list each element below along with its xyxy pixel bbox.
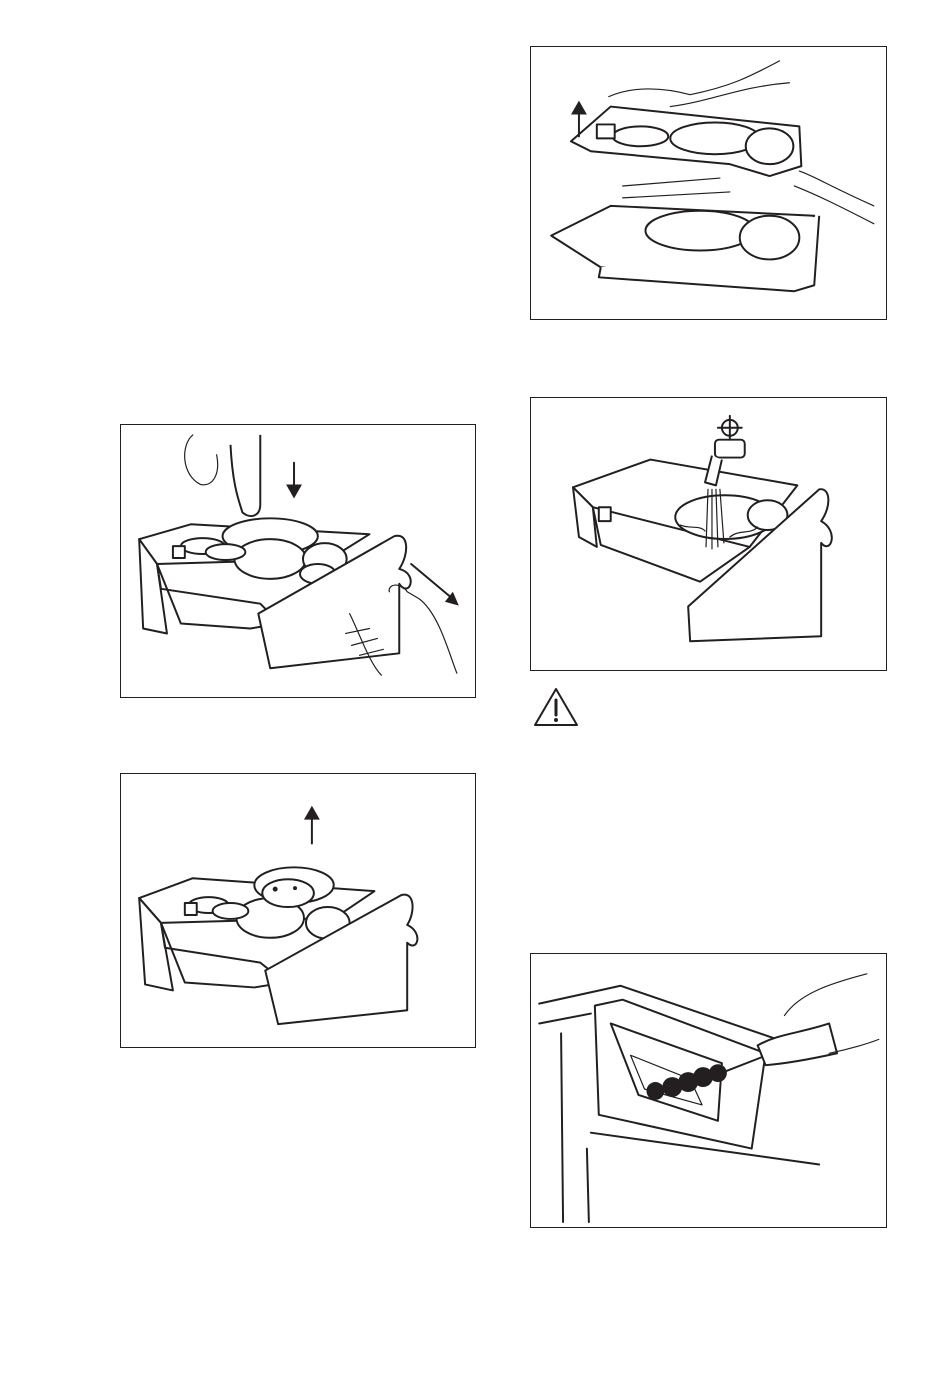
drawer-under-tap-illustration [531,398,886,670]
figure-rinse-tap [530,397,887,671]
warning-triangle-icon [532,686,580,728]
figure-brush-recess [530,953,887,1228]
recess-brush-illustration [531,954,886,1227]
figure-lift-top [530,46,887,320]
drawer-top-separation-illustration [531,47,886,319]
figure-remove-insert [120,773,476,1048]
softener-insert-illustration [121,774,475,1047]
figure-release-drawer [120,424,476,698]
drawer-release-illustration [121,425,475,697]
